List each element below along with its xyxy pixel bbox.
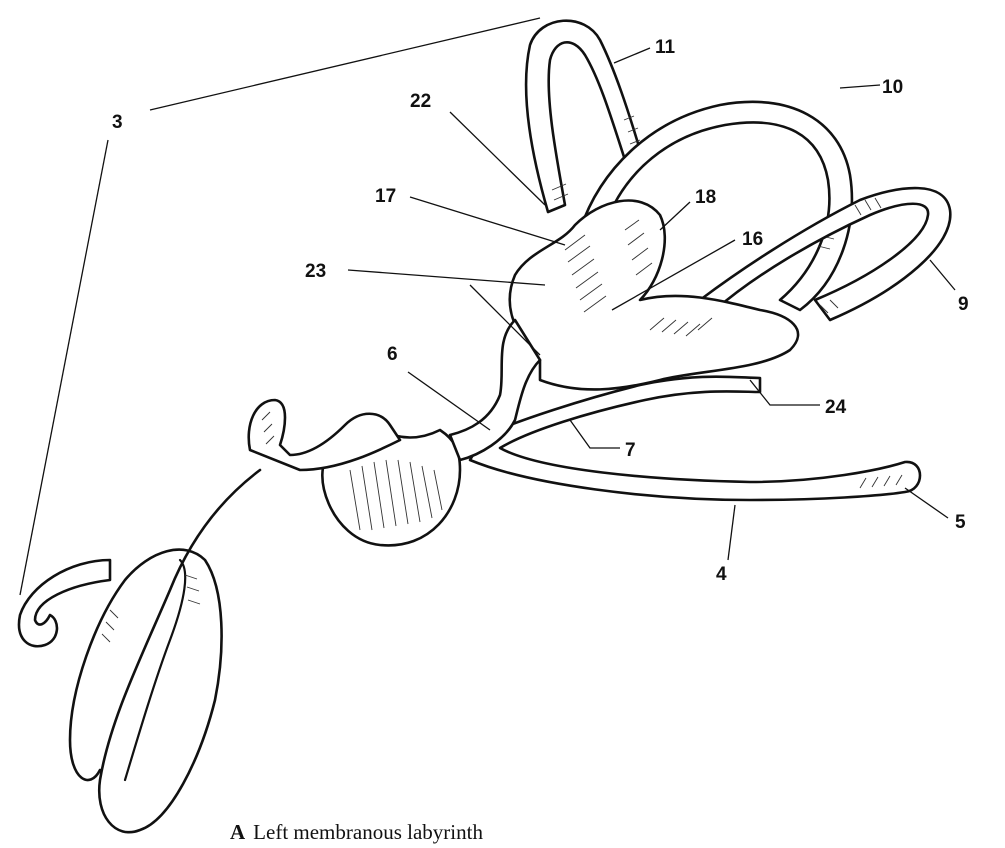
caption-text: Left membranous labyrinth [253, 820, 483, 844]
label-11: 11 [655, 37, 676, 58]
label-7: 7 [625, 440, 636, 461]
label-23: 23 [305, 261, 326, 282]
leader-lines [20, 18, 955, 595]
label-5: 5 [955, 512, 966, 533]
label-4: 4 [716, 564, 727, 585]
label-22: 22 [410, 91, 431, 112]
endolymphatic-duct [470, 377, 920, 500]
label-18: 18 [695, 187, 716, 208]
label-10: 10 [882, 77, 903, 98]
caption-letter: A [230, 820, 245, 844]
label-6: 6 [387, 344, 398, 365]
label-17: 17 [375, 186, 396, 207]
label-3: 3 [112, 112, 123, 133]
label-24: 24 [825, 397, 847, 418]
label-16: 16 [742, 229, 763, 250]
figure-caption: A Left membranous labyrinth [230, 820, 483, 845]
label-9: 9 [958, 294, 969, 315]
cochlear-duct [19, 470, 260, 832]
